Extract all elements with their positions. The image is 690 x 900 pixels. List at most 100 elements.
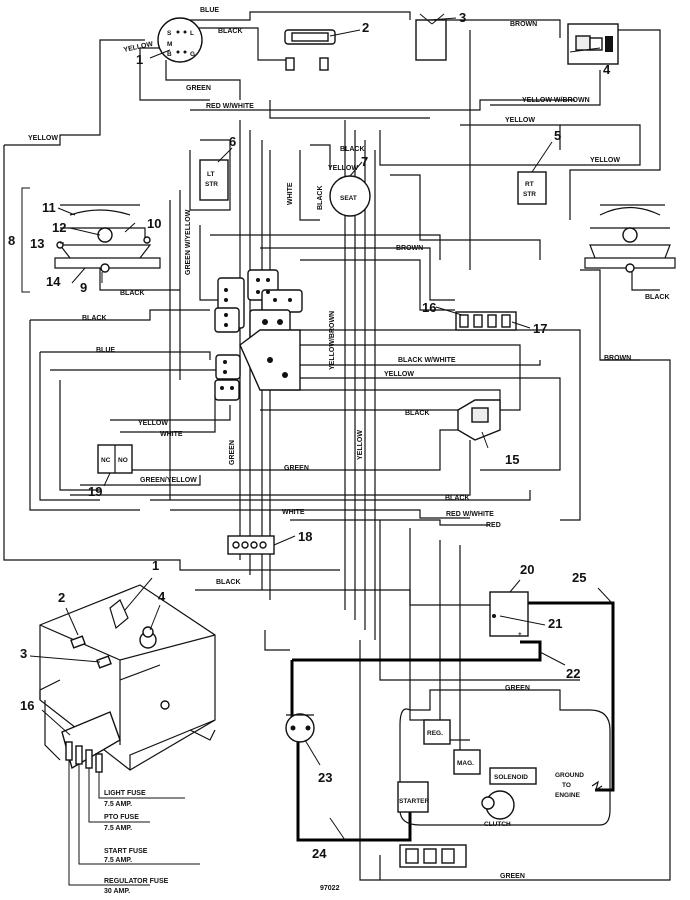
starter-solenoid (285, 713, 315, 743)
callout-12: 12 (52, 220, 66, 235)
svg-text:+: + (518, 631, 522, 638)
callout-15: 15 (505, 452, 519, 467)
rt-str-label-2: STR (523, 191, 536, 198)
wire-label: WHITE (160, 431, 183, 438)
wire-label: BLACK W/WHITE (398, 357, 456, 364)
wire-label: BLACK (317, 186, 324, 211)
light-switch (284, 29, 336, 71)
inset-callout-1: 1 (152, 558, 159, 573)
key-terminal-m: M (167, 41, 172, 48)
connector-18 (227, 535, 275, 555)
relay-4 (567, 23, 619, 65)
callout-25: 25 (572, 570, 586, 585)
wire-label: WHITE (287, 182, 294, 205)
wire-label: YELLOW (590, 157, 620, 164)
callout-11: 11 (42, 200, 56, 215)
wire-label: GREEN (229, 440, 236, 465)
wire-label: BLUE (96, 347, 115, 354)
wire-label: BLACK (120, 290, 145, 297)
wire-label: GREEN (505, 685, 530, 692)
callout-13: 13 (30, 236, 44, 251)
relay-block (214, 269, 303, 401)
wire-label: GREEN (500, 873, 525, 880)
ground-label-3: ENGINE (555, 792, 581, 799)
callout-4: 4 (603, 62, 611, 77)
reg-label: REG. (427, 730, 443, 737)
figure-number: 97022 (320, 885, 340, 892)
key-terminal-b: B (167, 51, 172, 58)
fuse-legend: LIGHT FUSE 7.5 AMP. PTO FUSE 7.5 AMP. ST… (104, 790, 169, 895)
wire-label: BROWN (510, 21, 537, 28)
wire-label: BROWN (604, 355, 631, 362)
wire-label: YELLOW (138, 420, 168, 427)
callout-7: 7 (361, 154, 368, 169)
callout-10: 10 (147, 216, 161, 231)
wire-label: GREEN/YELLOW (140, 477, 197, 484)
right-headlight (584, 204, 676, 291)
fuse-rating: 7.5 AMP. (104, 825, 132, 832)
wire-label: BLUE (200, 7, 219, 14)
fuse-name: LIGHT FUSE (104, 790, 146, 797)
callout-17: 17 (533, 321, 547, 336)
ground-label-1: GROUND (555, 772, 584, 779)
key-terminal-l: L (190, 30, 194, 37)
callout-22: 23 (318, 770, 332, 785)
fuse-name: PTO FUSE (104, 814, 139, 821)
callout-3: 3 (459, 10, 466, 25)
fuse-rating: 7.5 AMP. (104, 801, 132, 808)
battery: + (489, 591, 529, 638)
clutch-label: CLUTCH (484, 821, 511, 828)
key-switch: S L M B G (157, 17, 203, 63)
wire-label: YELLOW (357, 430, 364, 460)
key-terminal-g: G (190, 51, 195, 58)
fuse-rating: 30 AMP. (104, 888, 130, 895)
pto-relay (457, 399, 501, 441)
wire-label: YELLOW (505, 117, 535, 124)
wire-label: BLACK (340, 146, 365, 153)
wire-label: WHITE (282, 509, 305, 516)
callout-24: 22 (566, 666, 580, 681)
fuse-name: REGULATOR FUSE (104, 878, 169, 885)
mag-label: MAG. (457, 760, 474, 767)
wire-label: GREEN (284, 465, 309, 472)
dash-panel-inset (39, 584, 216, 886)
left-lamp-socket: LT STR (199, 159, 229, 201)
wire-label: RED W/WHITE (206, 103, 254, 110)
callout-14: 14 (46, 274, 61, 289)
wire-label: BLACK (82, 315, 107, 322)
key-terminal-s: S (167, 30, 172, 37)
callout-21: 21 (548, 616, 562, 631)
inset-callout-2: 2 (58, 590, 65, 605)
nc-label: NC (101, 457, 111, 464)
callout-2: 2 (362, 20, 369, 35)
fuse-name: START FUSE (104, 848, 148, 855)
callout-19: 19 (88, 484, 102, 499)
callout-6: 6 (229, 134, 236, 149)
lt-str-label-2: STR (205, 181, 218, 188)
wire-label: RED W/WHITE (446, 511, 494, 518)
wire-label: BLACK (218, 28, 243, 35)
wire-label: RED (486, 522, 501, 529)
ground-label-2: TO (562, 782, 571, 789)
wire-label: YELLOW (28, 135, 58, 142)
callout-18: 18 (298, 529, 312, 544)
wire-label: GREEN (186, 85, 211, 92)
callout-leaders (29, 17, 613, 841)
callout-16: 16 (422, 300, 436, 315)
inset-callout-16: 16 (20, 698, 34, 713)
wire-label: BLACK (216, 579, 241, 586)
wire-labels: BLUE BLACK YELLOW GREEN RED W/WHITE BROW… (28, 7, 670, 880)
callout-1: 1 (136, 52, 143, 67)
starter-label: STARTER (399, 798, 430, 805)
pto-switch (415, 13, 447, 61)
fuse-rating: 7.5 AMP. (104, 857, 132, 864)
callout-20: 20 (520, 562, 534, 577)
callout-23: 24 (312, 846, 327, 861)
wire-label: YELLOW W/BROWN (522, 97, 590, 104)
right-lamp-socket: RT STR (517, 171, 547, 205)
wire-label: BROWN (396, 245, 423, 252)
lt-str-label-1: LT (207, 171, 214, 178)
no-label: NO (118, 457, 128, 464)
seat-switch: SEAT (329, 175, 371, 217)
